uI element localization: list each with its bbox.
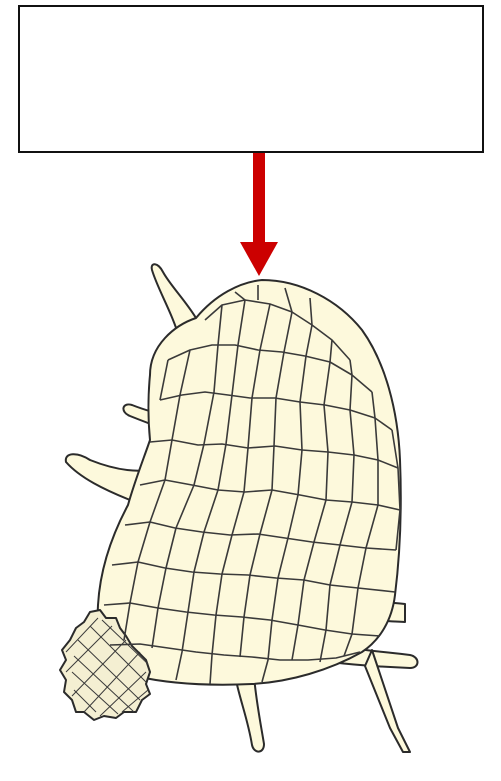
cell-mass: [98, 280, 401, 685]
rhizoid-bottom: [236, 676, 264, 752]
down-arrow-icon: [240, 153, 278, 276]
